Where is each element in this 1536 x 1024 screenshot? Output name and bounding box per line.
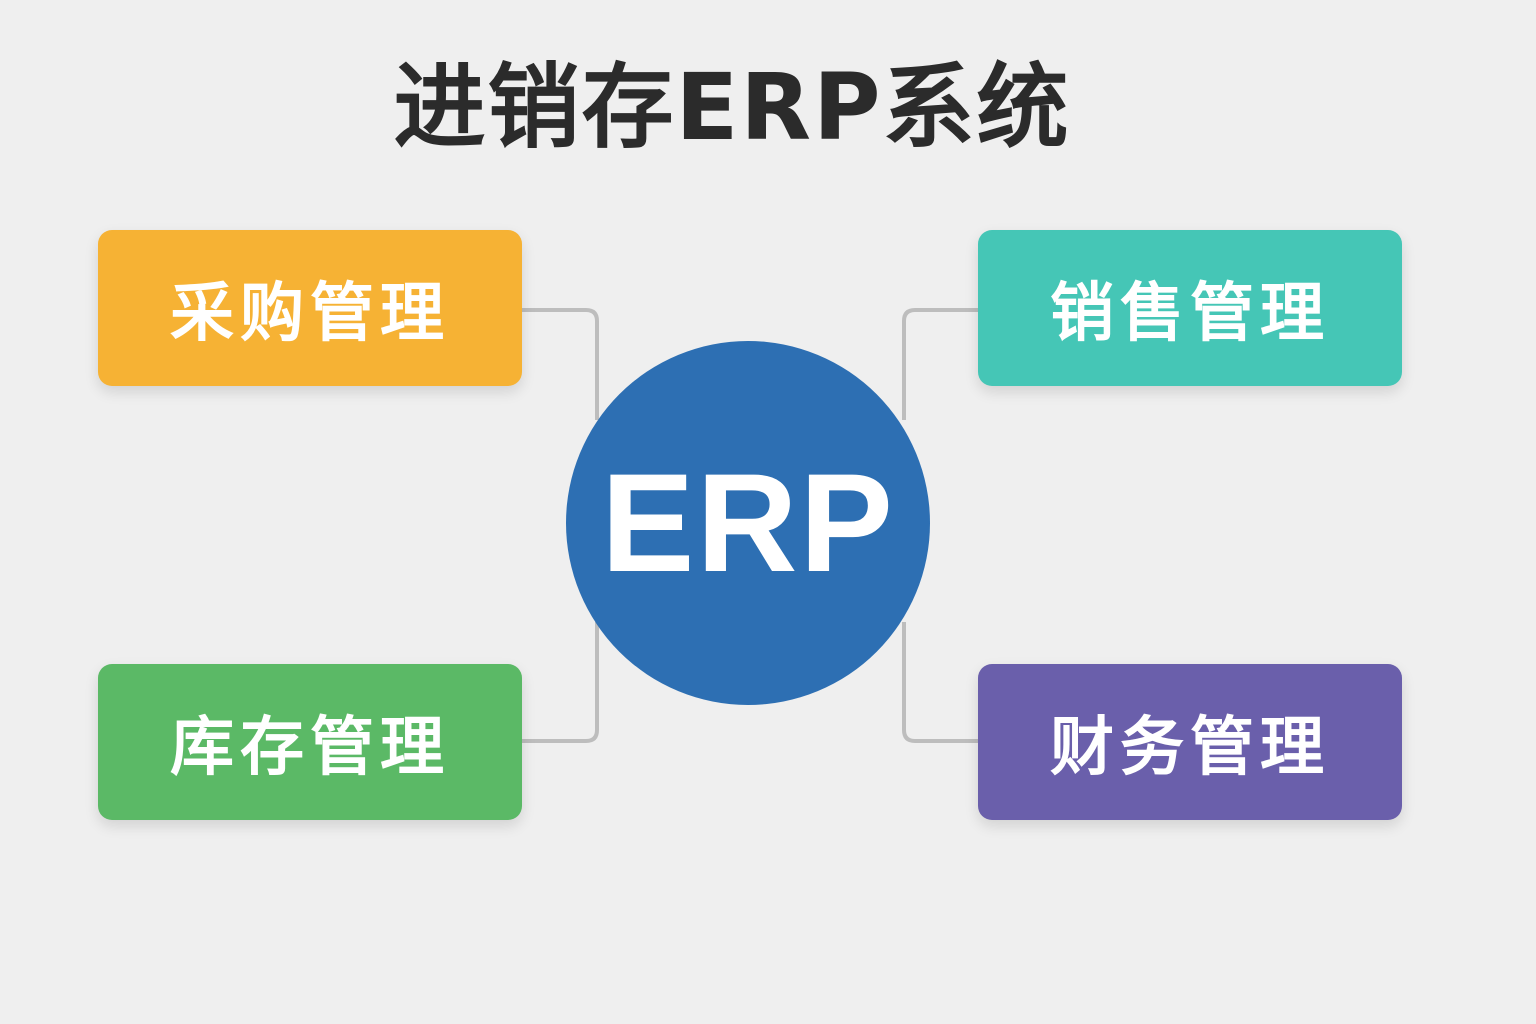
module-finance-management[interactable]: 财务管理 [978,664,1402,820]
module-label: 采购管理 [170,277,450,351]
module-sales-management[interactable]: 销售管理 [978,230,1402,386]
hub-label: ERP [601,444,895,601]
erp-hub-circle[interactable]: ERP [566,341,930,705]
module-label: 销售管理 [1050,277,1330,351]
module-label: 库存管理 [170,711,450,785]
connector-sales [902,308,978,420]
module-inventory-management[interactable]: 库存管理 [98,664,522,820]
diagram-title: 进销存ERP系统 [393,54,1071,161]
module-purchase-management[interactable]: 采购管理 [98,230,522,386]
connector-purchase [522,308,599,420]
connector-inventory [522,622,599,743]
connector-finance [902,622,978,743]
module-label: 财务管理 [1050,711,1330,785]
